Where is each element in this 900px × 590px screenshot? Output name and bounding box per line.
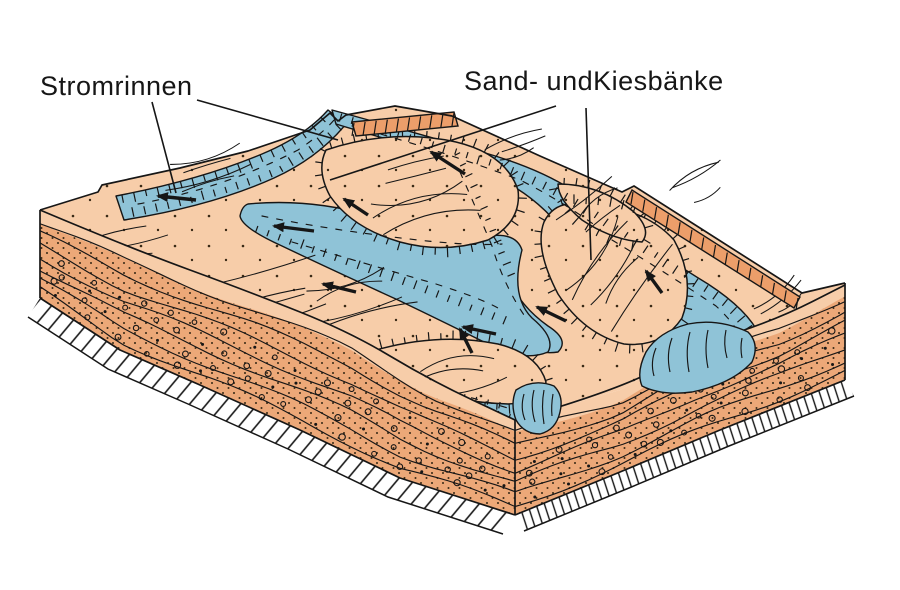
water-flow-dashes	[137, 119, 335, 205]
sand-bar-stipple	[541, 203, 688, 345]
flow-direction-arrow	[342, 197, 369, 217]
channel-overflow-drapes	[512, 321, 756, 435]
leader-lines	[151, 99, 592, 261]
labels: Stromrinnen Sand- undKiesbänke	[40, 66, 724, 101]
bedrock-hatch-right	[515, 380, 854, 531]
terrace-scarps	[351, 111, 801, 311]
leader-line	[585, 107, 592, 261]
flow-direction-arrow	[272, 222, 315, 233]
flow-direction-arrow	[535, 305, 567, 323]
water-flow-dashes	[611, 239, 747, 353]
block-edge	[39, 297, 516, 516]
flow-direction-arrow	[644, 269, 664, 294]
sand-bar-stipple	[321, 136, 519, 248]
leader-line	[151, 101, 177, 194]
channel-overflow-drape	[512, 382, 562, 435]
label-sand-kiesbaenke: Sand- undKiesbänke	[464, 66, 724, 96]
flow-direction-arrow	[458, 327, 474, 354]
block-edge	[39, 209, 516, 421]
block-edge	[514, 379, 846, 516]
water-flow-dashes	[351, 125, 597, 227]
flow-direction-arrow	[321, 281, 357, 294]
leader-line	[196, 99, 339, 141]
leader-line	[329, 105, 557, 181]
water-flow-dashes	[291, 241, 499, 309]
sand-bar-stipple	[558, 184, 646, 242]
channel-overflow-drape	[639, 321, 756, 394]
sand-gravel-bars	[321, 135, 689, 405]
label-stromrinnen: Stromrinnen	[40, 71, 193, 101]
water-flow-dashes	[459, 171, 527, 319]
water-flow-dashes	[261, 215, 503, 246]
flow-direction-arrow	[156, 192, 197, 203]
flow-direction-arrow	[429, 150, 466, 176]
terrace-scarp-right	[625, 188, 801, 309]
flow-direction-arrows	[156, 150, 664, 354]
block-edge	[39, 105, 846, 294]
